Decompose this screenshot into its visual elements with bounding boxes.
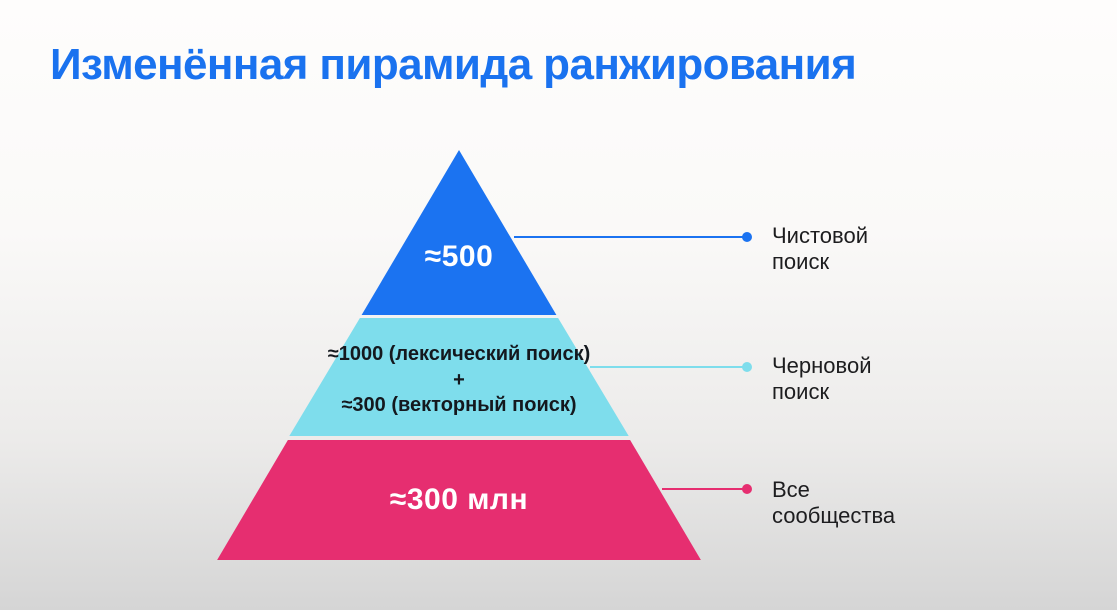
tier-value-draft-search: ≈1000 (лексический поиск) + ≈300 (вектор…	[328, 342, 591, 419]
connector-dot-clean-search	[742, 232, 752, 242]
tier-label-clean-search: Чистовой поиск	[772, 223, 868, 274]
tier-value-all-communities: ≈300 млн	[389, 483, 529, 516]
tier-value-draft-search-line2: ≈300 (векторный поиск)	[341, 394, 577, 416]
pyramid-tier-top-shape	[361, 150, 557, 315]
connector-dot-all-communities	[742, 484, 752, 494]
tier-value-clean-search: ≈500	[424, 240, 494, 273]
pyramid-tier-bottom-shape	[217, 440, 701, 560]
tier-label-all-communities: Все сообщества	[772, 477, 896, 528]
connector-dot-draft-search	[742, 362, 752, 372]
pyramid-tier-middle-shape	[289, 318, 629, 436]
tier-label-draft-search: Черновой поиск	[772, 353, 872, 404]
tier-value-draft-search-plus: +	[453, 368, 465, 391]
page-title: Изменённая пирамида ранжирования	[50, 40, 857, 89]
tier-value-draft-search-line1: ≈1000 (лексический поиск)	[327, 343, 591, 365]
